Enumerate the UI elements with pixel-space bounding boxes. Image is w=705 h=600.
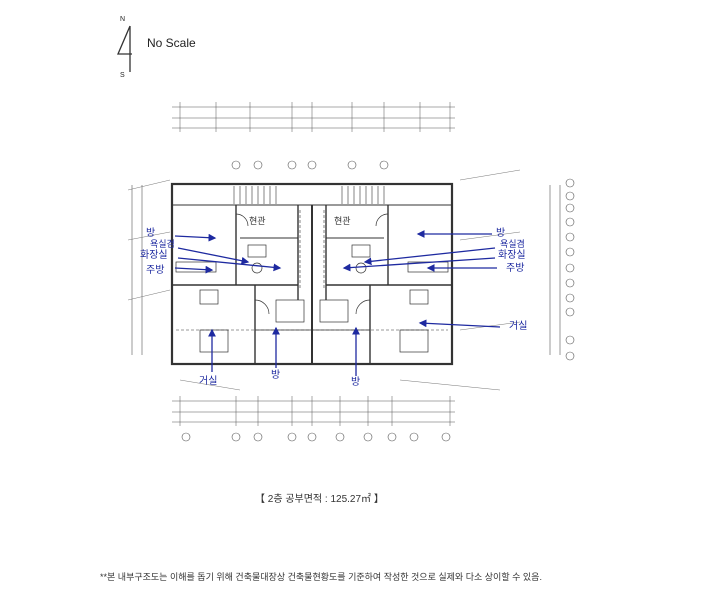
room-label-entrance-right: 현관 [334, 216, 351, 226]
compass-south-label: S [120, 72, 125, 79]
north-arrow: N S [112, 16, 142, 82]
room-label-bang-bottom-left: 방 [271, 370, 281, 381]
room-label-kitchen-right: 주방 [506, 263, 525, 274]
area-caption: 【 2층 공부면적 : 125.27㎡ 】 [255, 494, 384, 505]
grid-bubbles [181, 160, 575, 442]
north-arrow-icon [117, 25, 132, 72]
room-label-kitchen-left: 주방 [146, 265, 165, 276]
room-label-bang-right: 방 [496, 228, 506, 239]
dimension-lines [131, 102, 561, 426]
room-label-bang-left: 방 [146, 228, 156, 239]
room-label-bath-left: 욕실겸 [150, 239, 175, 249]
compass-north-label: N [120, 16, 126, 23]
room-label-bath-right: 욕실겸 [500, 239, 525, 249]
room-label-toilet-right: 화장실 [498, 250, 526, 261]
scale-note: No Scale [147, 36, 196, 50]
room-label-entrance-left: 현관 [249, 216, 266, 226]
room-label-living-right: 거실 [509, 321, 528, 332]
room-arrows [174, 230, 501, 376]
room-label-living-left: 거실 [199, 376, 218, 387]
footnote: **본 내부구조도는 이해를 돕기 위해 건축물대장상 건축물현황도를 기준하여… [100, 572, 542, 582]
room-label-toilet-left: 화장실 [140, 250, 168, 261]
room-label-bang-bottom-right: 방 [351, 377, 361, 388]
